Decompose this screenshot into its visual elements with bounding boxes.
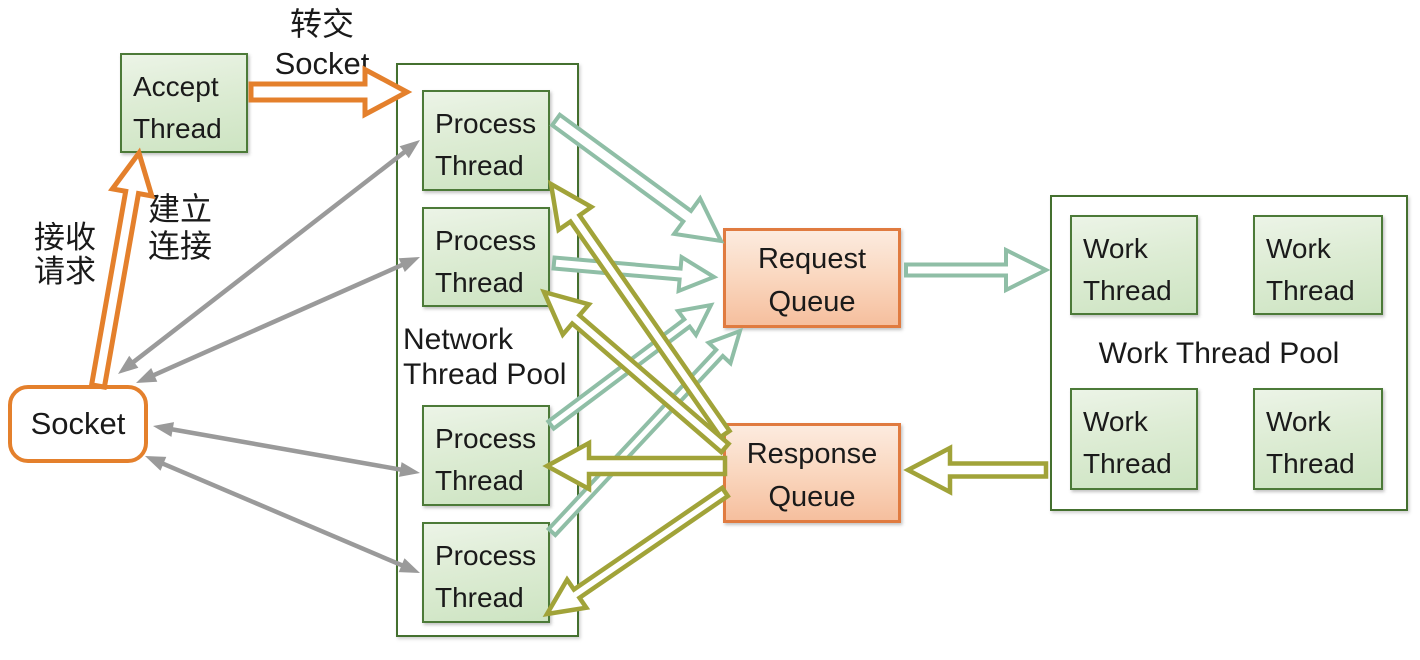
work-thread-node-1: Work Thread (1070, 215, 1198, 315)
work-thread-pool-label: Work Thread Pool (1098, 337, 1340, 370)
socket-node: Socket (8, 385, 148, 463)
socket-process3-link (153, 422, 420, 477)
network-thread-pool-label: Network Thread Pool (403, 323, 567, 391)
response-queue-node: Response Queue (723, 423, 901, 523)
request-queue-node: Request Queue (723, 228, 901, 328)
handoff-socket-label: 转交 Socket (252, 4, 392, 84)
socket-process4-link (145, 456, 420, 573)
establish-connection-arrow (88, 147, 156, 390)
process-thread-node-4: Process Thread (422, 522, 550, 623)
accept-thread-node: Accept Thread (120, 53, 248, 153)
socket-label: Socket (30, 406, 126, 441)
work-thread-node-4: Work Thread (1253, 388, 1383, 490)
receive-request-label: 接收请求 (34, 220, 96, 289)
request-to-workpool-arrow (904, 246, 1051, 294)
process-thread-node-3: Process Thread (422, 405, 550, 506)
establish-connection-label: 建立连接 (147, 191, 212, 264)
process-thread-node-2: Process Thread (422, 207, 550, 307)
process-thread-node-1: Process Thread (422, 90, 550, 191)
work-thread-node-2: Work Thread (1253, 215, 1383, 315)
workpool-to-response-arrow (903, 444, 1049, 496)
work-thread-node-3: Work Thread (1070, 388, 1198, 490)
handoff-socket-label-line1: 转交 (289, 6, 354, 42)
handoff-socket-label-line2: Socket (274, 46, 370, 81)
socket-process2-link (136, 257, 420, 383)
